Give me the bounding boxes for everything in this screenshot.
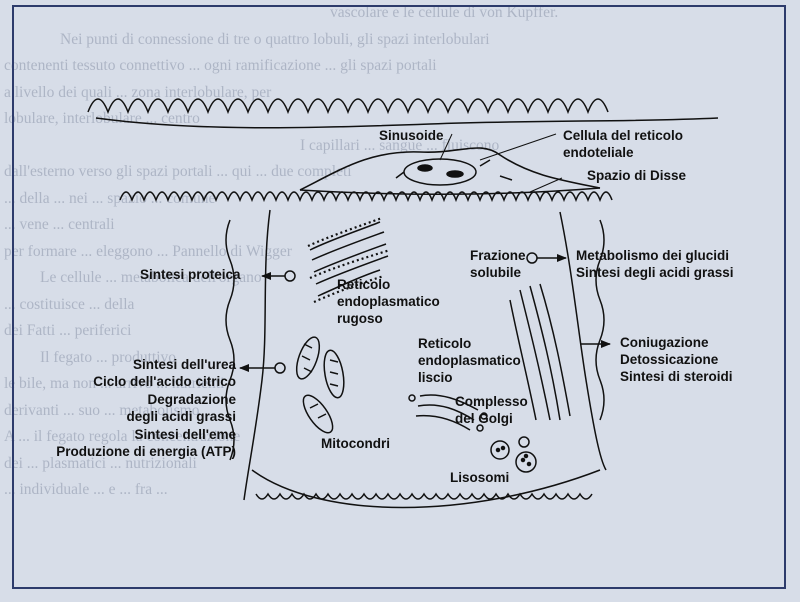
label-cellula-reticolo-2: endoteliale (563, 145, 634, 160)
golgi (408, 394, 488, 432)
background-line: Le cellule ... metabolica dell'organo (40, 269, 262, 286)
label-mitocondri: Mitocondri (321, 436, 390, 451)
background-line: A ... il fegato regola la concentrazione (4, 428, 241, 445)
sinusoid-membrane-inner (95, 117, 719, 129)
label-ser-3: liscio (418, 370, 453, 385)
label-sintesi-eme: Sintesi dell'eme (134, 427, 236, 442)
label-frazione-2: solubile (470, 265, 522, 280)
label-ciclo-citrico: Ciclo dell'acido citrico (93, 374, 236, 389)
background-line: contenenti tessuto connettivo ... ogni r… (4, 57, 437, 74)
background-line: dei Fatti ... periferici (4, 322, 132, 339)
background-line: le bile, ma non ... arrivo ... nutrienti (4, 375, 225, 392)
hepatocyte-bottom-microvilli (255, 492, 593, 500)
background-text: vascolare e le cellule di von Kupffer. N… (4, 4, 559, 498)
label-sintesi-acidi-grassi: Sintesi degli acidi grassi (576, 265, 734, 280)
hepatocyte-left-membrane (243, 209, 271, 501)
label-sintesi-proteica: Sintesi proteica (140, 267, 241, 282)
label-frazione-1: Frazione (470, 248, 526, 263)
background-line: ... della ... nei ... spazio ... comune (4, 189, 216, 207)
background-line: Nei punti di connessione di tre o quattr… (60, 30, 490, 48)
background-line: ... vene ... centrali (4, 216, 115, 233)
label-coniugazione: Coniugazione (620, 335, 709, 350)
label-lisosomi: Lisosomi (450, 470, 510, 485)
label-golgi-1: Complesso (455, 394, 528, 409)
label-cellula-reticolo-1: Cellula del reticolo (563, 128, 684, 143)
mitochondria (295, 336, 345, 434)
background-line: derivanti ... suo ... metabolismo (4, 401, 200, 419)
lysosomes (490, 436, 537, 473)
label-golgi-2: del Golgi (455, 411, 513, 426)
background-line: dei ... plasmatici ... nutrizionali (4, 454, 197, 472)
smooth-er (509, 283, 571, 421)
background-line: a livello dei quali ... zona interlobula… (4, 83, 272, 101)
label-metabolismo-glucidi: Metabolismo dei glucidi (576, 248, 730, 263)
label-degradazione: Degradazione (147, 392, 236, 407)
label-rer-1: Reticolo (337, 277, 391, 292)
rough-er-ribosomes (307, 216, 391, 304)
label-rer-2: endoplasmatico (337, 294, 440, 309)
disse-microvilli (119, 191, 613, 203)
label-sintesi-steroidi: Sintesi di steroidi (620, 369, 733, 384)
sinusoid-membrane (87, 98, 609, 115)
label-sintesi-urea: Sintesi dell'urea (133, 357, 236, 372)
background-line: ... individuale ... e ... fra ... (4, 481, 168, 498)
background-line: Il fegato ... produttivo (40, 348, 177, 366)
label-produzione-energia: Produzione di energia (ATP) (56, 444, 236, 459)
background-line: vascolare e le cellule di von Kupffer. (330, 4, 559, 21)
label-spazio-disse: Spazio di Disse (587, 168, 687, 183)
label-ser-2: endoplasmatico (418, 353, 521, 368)
label-ser-1: Reticolo (418, 336, 472, 351)
background-line: ... costituisce ... della (4, 295, 135, 313)
endothelial-nucleus (403, 158, 477, 186)
label-sinusoide: Sinusoide (379, 128, 444, 143)
figure-frame (12, 5, 786, 589)
rough-er (309, 221, 389, 297)
label-degli-acidi-grassi: degli acidi grassi (126, 409, 236, 424)
hepatocyte-right-membrane (559, 211, 607, 471)
background-line: per formare ... eleggono ... Pannello di… (4, 242, 292, 260)
label-detossicazione: Detossicazione (620, 352, 719, 367)
label-rer-3: rugoso (337, 311, 383, 326)
background-line: I capillari ... sangue ... fluiscono (300, 136, 500, 154)
background-line: dall'esterno verso gli spazi portali ...… (4, 163, 352, 180)
endothelial-cell (299, 147, 601, 191)
